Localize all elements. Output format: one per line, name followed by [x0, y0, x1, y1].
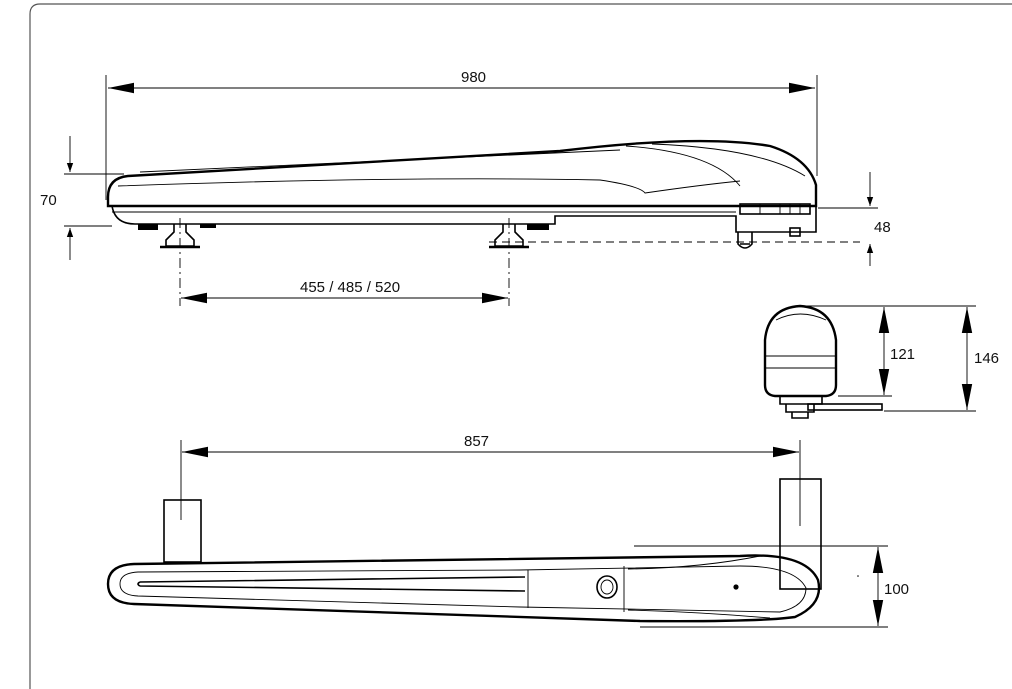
dim-label-980: 980	[461, 69, 486, 86]
front-nut	[785, 404, 815, 419]
right-pad	[527, 224, 549, 230]
dimension-980: 980	[105, 69, 818, 200]
release-lock	[596, 575, 618, 599]
rear-bracket	[739, 203, 811, 215]
dimension-146: 146	[884, 305, 999, 412]
dimension-857: 857	[180, 433, 801, 500]
dimension-48: 48	[818, 172, 891, 266]
side-cover-curve-3	[651, 143, 806, 177]
dimension-70: 70	[40, 136, 124, 260]
dim-label-48: 48	[874, 219, 891, 236]
sheet-frame	[29, 3, 1012, 689]
top-view	[106, 478, 822, 623]
front-view	[763, 304, 883, 419]
side-body-outline	[106, 139, 818, 208]
front-bracket-plate	[807, 403, 883, 411]
side-top-line	[139, 149, 621, 173]
left-bracket-post	[163, 499, 202, 563]
front-body-outline	[763, 304, 838, 398]
rear-bracket-detail	[759, 204, 801, 214]
side-cover-curve-1	[117, 178, 741, 194]
side-cover-curve-2	[625, 145, 741, 187]
cable-gland	[737, 232, 753, 249]
front-base	[779, 396, 823, 405]
dim-label-100: 100	[884, 581, 909, 598]
side-view	[106, 139, 860, 306]
dimension-121: 121	[802, 305, 915, 397]
top-body-outline	[106, 554, 821, 623]
dimension-100: 100	[634, 545, 909, 628]
front-body-inner	[775, 313, 827, 321]
dim-label-121: 121	[890, 346, 915, 363]
left-pad	[138, 224, 158, 230]
right-bracket-post	[779, 478, 822, 590]
pivot-point	[733, 584, 739, 590]
rear-foot	[789, 227, 801, 237]
dim-label-146: 146	[974, 350, 999, 367]
top-body-groove	[137, 576, 526, 592]
left-pad-2	[200, 224, 216, 228]
dimension-fixing: 455 / 485 / 520	[181, 279, 508, 304]
top-body-inner	[119, 565, 807, 613]
dim-label-fixing: 455 / 485 / 520	[300, 279, 400, 296]
front-body-band	[766, 355, 835, 369]
dim-label-70: 70	[40, 192, 57, 209]
side-base-plate	[111, 205, 817, 233]
top-cover-curve	[627, 555, 771, 619]
dim-label-857: 857	[464, 433, 489, 450]
